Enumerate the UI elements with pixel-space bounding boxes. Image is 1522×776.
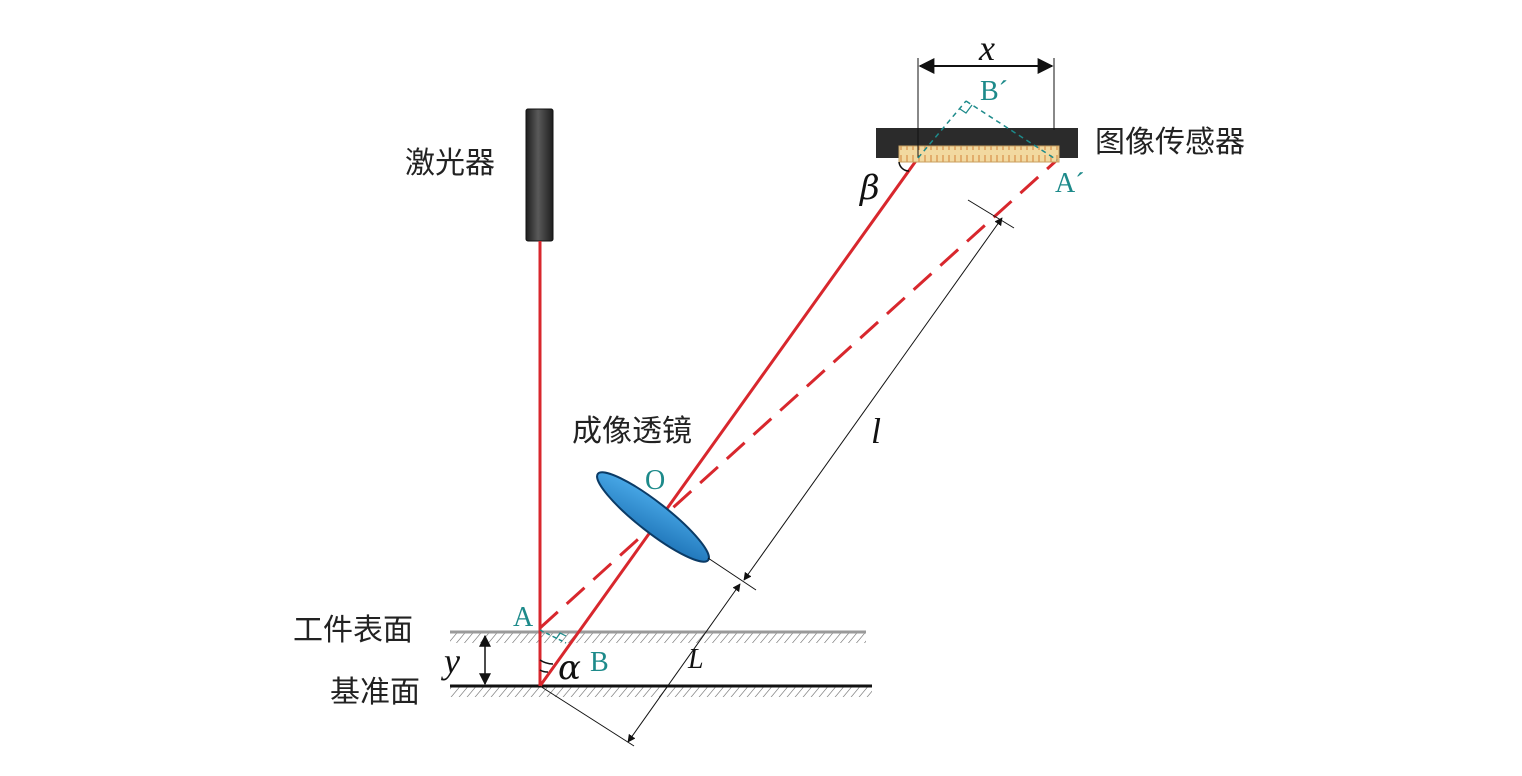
right-angle-mark-bprime	[959, 104, 973, 114]
point-a-label: A	[513, 602, 534, 633]
image-sensor-label: 图像传感器	[1095, 125, 1245, 160]
x-variable-label: x	[978, 28, 995, 68]
laser-body	[525, 108, 554, 242]
y-variable-label: y	[441, 641, 460, 681]
alpha-angle-mark	[539, 669, 549, 673]
L-extension-reference	[539, 685, 635, 747]
helper-bprime-to-aprime	[965, 100, 1058, 161]
beta-angle-arc	[898, 161, 910, 172]
L-dimension-arrow	[627, 583, 741, 743]
reference-plane-label: 基准面	[330, 675, 420, 710]
point-b-label: B	[590, 647, 609, 678]
workpiece-surface	[450, 630, 866, 643]
laser-label: 激光器	[405, 146, 495, 181]
point-aprime-label: A´	[1055, 168, 1085, 199]
reflected-beam-surface	[538, 158, 1059, 630]
l-extension-lens	[707, 557, 757, 591]
image-sensor	[876, 128, 1078, 163]
beta-variable-label: β	[858, 168, 880, 208]
imaging-lens-label: 成像透镜	[572, 414, 692, 449]
workpiece-surface-label: 工件表面	[293, 613, 413, 648]
helper-sensor-to-bprime	[917, 100, 967, 159]
imaging-lens	[596, 471, 710, 563]
point-bprime-label: B´	[980, 76, 1008, 107]
alpha-variable-label: α	[558, 648, 581, 688]
L-variable-label: L	[687, 644, 704, 675]
l-variable-label: l	[871, 411, 881, 451]
l-extension-sensor	[967, 199, 1015, 229]
right-angle-mark-b	[555, 632, 567, 640]
l-dimension-arrow	[743, 217, 1003, 581]
alpha-angle-arc	[539, 659, 554, 665]
point-o-label: O	[645, 465, 665, 496]
helper-a-to-b	[539, 629, 567, 644]
